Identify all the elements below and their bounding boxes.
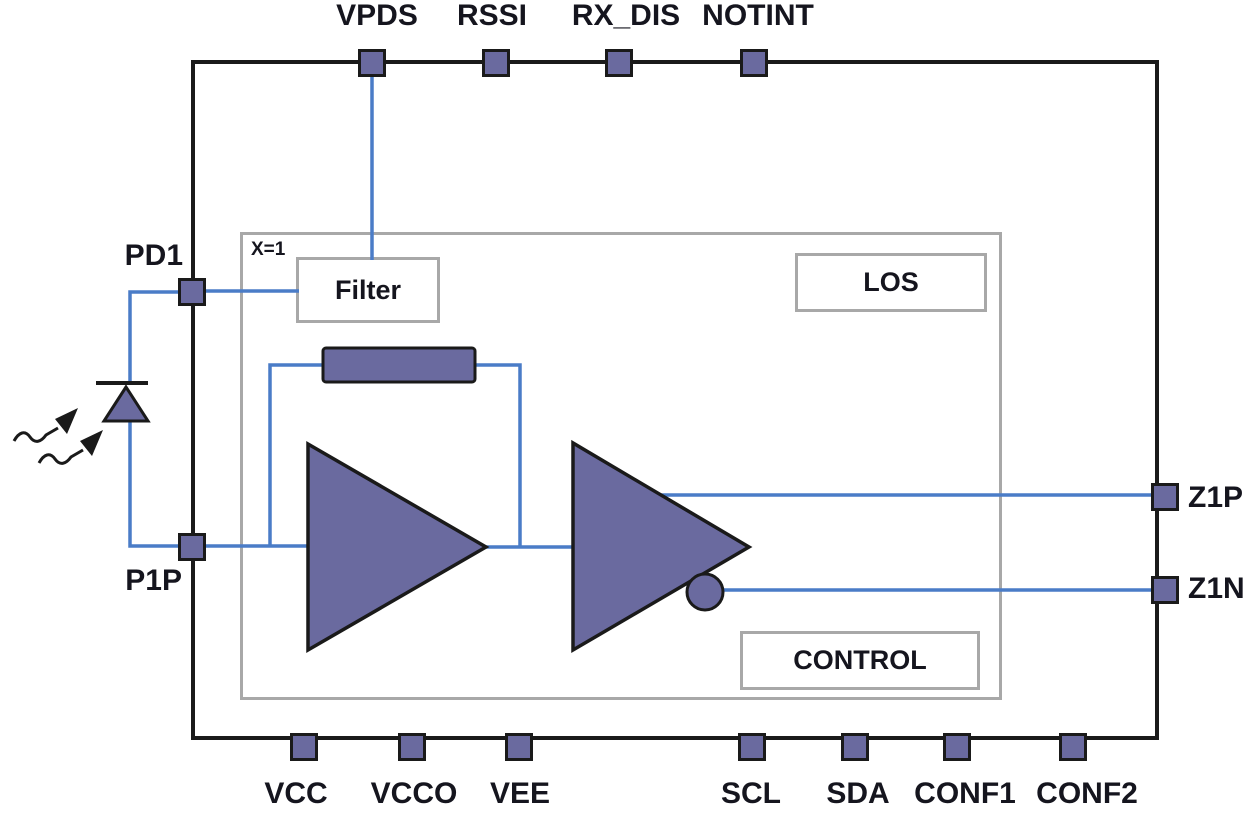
photodiode-icon <box>96 381 151 423</box>
photodiode-triangle <box>101 384 151 423</box>
pin-vpds <box>358 49 386 77</box>
pin-rx-dis <box>605 49 633 77</box>
pin-label-conf1: CONF1 <box>914 777 1016 810</box>
light-arrows-icon <box>12 408 103 465</box>
pin-label-vee: VEE <box>489 777 551 810</box>
inverting-output-bubble-icon <box>685 572 725 612</box>
pin-z1p <box>1151 483 1179 511</box>
pin-label-vpds: VPDS <box>336 0 418 32</box>
pin-label-scl: SCL <box>721 777 781 810</box>
amplifier-2-icon <box>571 439 753 654</box>
pin-z1n <box>1151 576 1179 604</box>
amplifier-1-icon <box>306 440 490 654</box>
chip-boundary <box>191 60 1159 740</box>
light-arrow-tail-2 <box>37 448 84 465</box>
control-block: CONTROL <box>740 631 980 690</box>
light-arrow-head-1 <box>55 408 78 434</box>
wire-pd1-to-photodiode <box>128 290 181 381</box>
pin-p1p <box>178 533 206 561</box>
los-block: LOS <box>795 253 987 312</box>
wire-feedback-right <box>474 363 522 546</box>
light-arrow-tail-1 <box>12 426 59 443</box>
feedback-resistor-icon <box>321 346 477 384</box>
wire-photodiode-to-p1p <box>128 420 181 548</box>
pin-label-rx-dis: RX_DIS <box>571 0 681 32</box>
pin-label-rssi: RSSI <box>456 0 528 32</box>
pin-label-p1p: P1P <box>125 564 182 597</box>
control-block-label: CONTROL <box>793 645 927 675</box>
pin-label-vcc: VCC <box>264 777 328 810</box>
pin-conf1 <box>943 733 971 761</box>
pin-sda <box>841 733 869 761</box>
pin-label-notint: NOTINT <box>702 0 814 32</box>
channel-label: X=1 <box>251 239 286 260</box>
pin-conf2 <box>1059 733 1087 761</box>
pin-notint <box>740 49 768 77</box>
pin-scl <box>738 733 766 761</box>
pin-label-conf2: CONF2 <box>1036 777 1138 810</box>
filter-block-label: Filter <box>334 274 401 305</box>
pin-label-z1n: Z1N <box>1188 572 1245 605</box>
filter-block: Filter <box>296 257 440 323</box>
wire-feedback-left <box>268 363 324 546</box>
pin-rssi <box>482 49 510 77</box>
pin-label-sda: SDA <box>826 777 890 810</box>
light-arrow-head-2 <box>80 430 103 456</box>
pin-label-z1p: Z1P <box>1188 481 1244 514</box>
pin-vcco <box>398 733 426 761</box>
pin-label-pd1: PD1 <box>124 239 183 272</box>
pin-label-vcco: VCCO <box>370 777 458 810</box>
los-block-label: LOS <box>863 267 919 297</box>
pin-pd1 <box>178 278 206 306</box>
pin-vcc <box>290 733 318 761</box>
pin-vee <box>505 733 533 761</box>
